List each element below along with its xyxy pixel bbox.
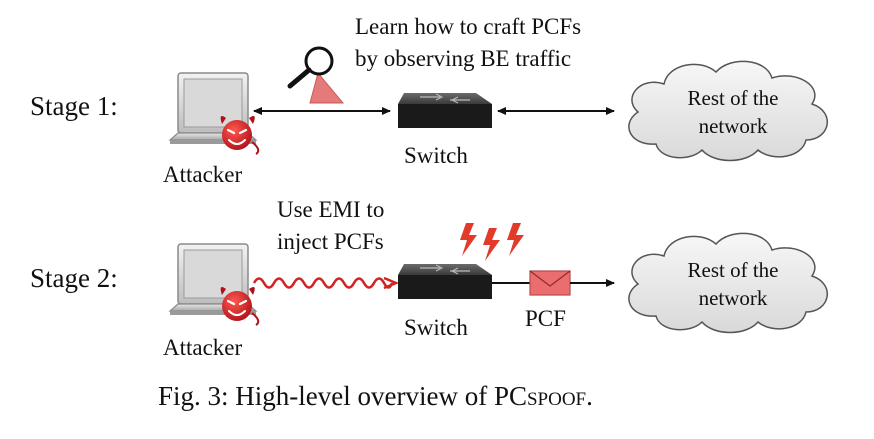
stage2-label: Stage 2:	[30, 263, 118, 293]
stage1-cloud-line1: Rest of the	[687, 86, 779, 110]
devil-icon	[220, 287, 260, 326]
devil-icon	[220, 116, 260, 155]
attacker-laptop-stage2	[168, 243, 258, 315]
lightning-icon	[460, 223, 524, 261]
stage2-note-line2: inject PCFs	[277, 229, 384, 254]
envelope-icon	[529, 270, 571, 296]
stage1-cloud-text: Rest of the network	[658, 84, 808, 140]
stage1-cloud-line2: network	[698, 114, 768, 138]
pcf-label: PCF	[525, 306, 566, 331]
stage1-note-line1: Learn how to craft PCFs	[355, 14, 582, 39]
cloud-stage2	[628, 232, 829, 334]
stage1-switch-label: Switch	[404, 143, 468, 168]
stage2-attacker-label: Attacker	[163, 335, 243, 360]
stage1-label: Stage 1:	[30, 91, 118, 121]
stage2-cloud-line2: network	[698, 286, 768, 310]
switch-stage1	[398, 93, 492, 128]
caption-prefix: Fig. 3: High-level overview of	[158, 381, 494, 411]
stage1-attacker-label: Attacker	[163, 162, 243, 187]
emi-wave	[252, 276, 400, 290]
stage2-cloud-line1: Rest of the	[687, 258, 779, 282]
stage1-note-line2: by observing BE traffic	[355, 46, 572, 71]
figure-caption: Fig. 3: High-level overview of PCspoof.	[158, 383, 593, 410]
caption-name: PCspoof	[493, 381, 587, 411]
stage2-note-line1: Use EMI to	[277, 197, 385, 222]
attacker-laptop-stage1	[168, 72, 258, 144]
cloud-stage1	[628, 60, 829, 162]
stage2-cloud-text: Rest of the network	[658, 256, 808, 312]
caption-suffix: .	[586, 381, 593, 411]
magnifier-icon	[287, 46, 345, 104]
stage2-switch-label: Switch	[404, 315, 468, 340]
switch-stage2	[398, 264, 492, 299]
